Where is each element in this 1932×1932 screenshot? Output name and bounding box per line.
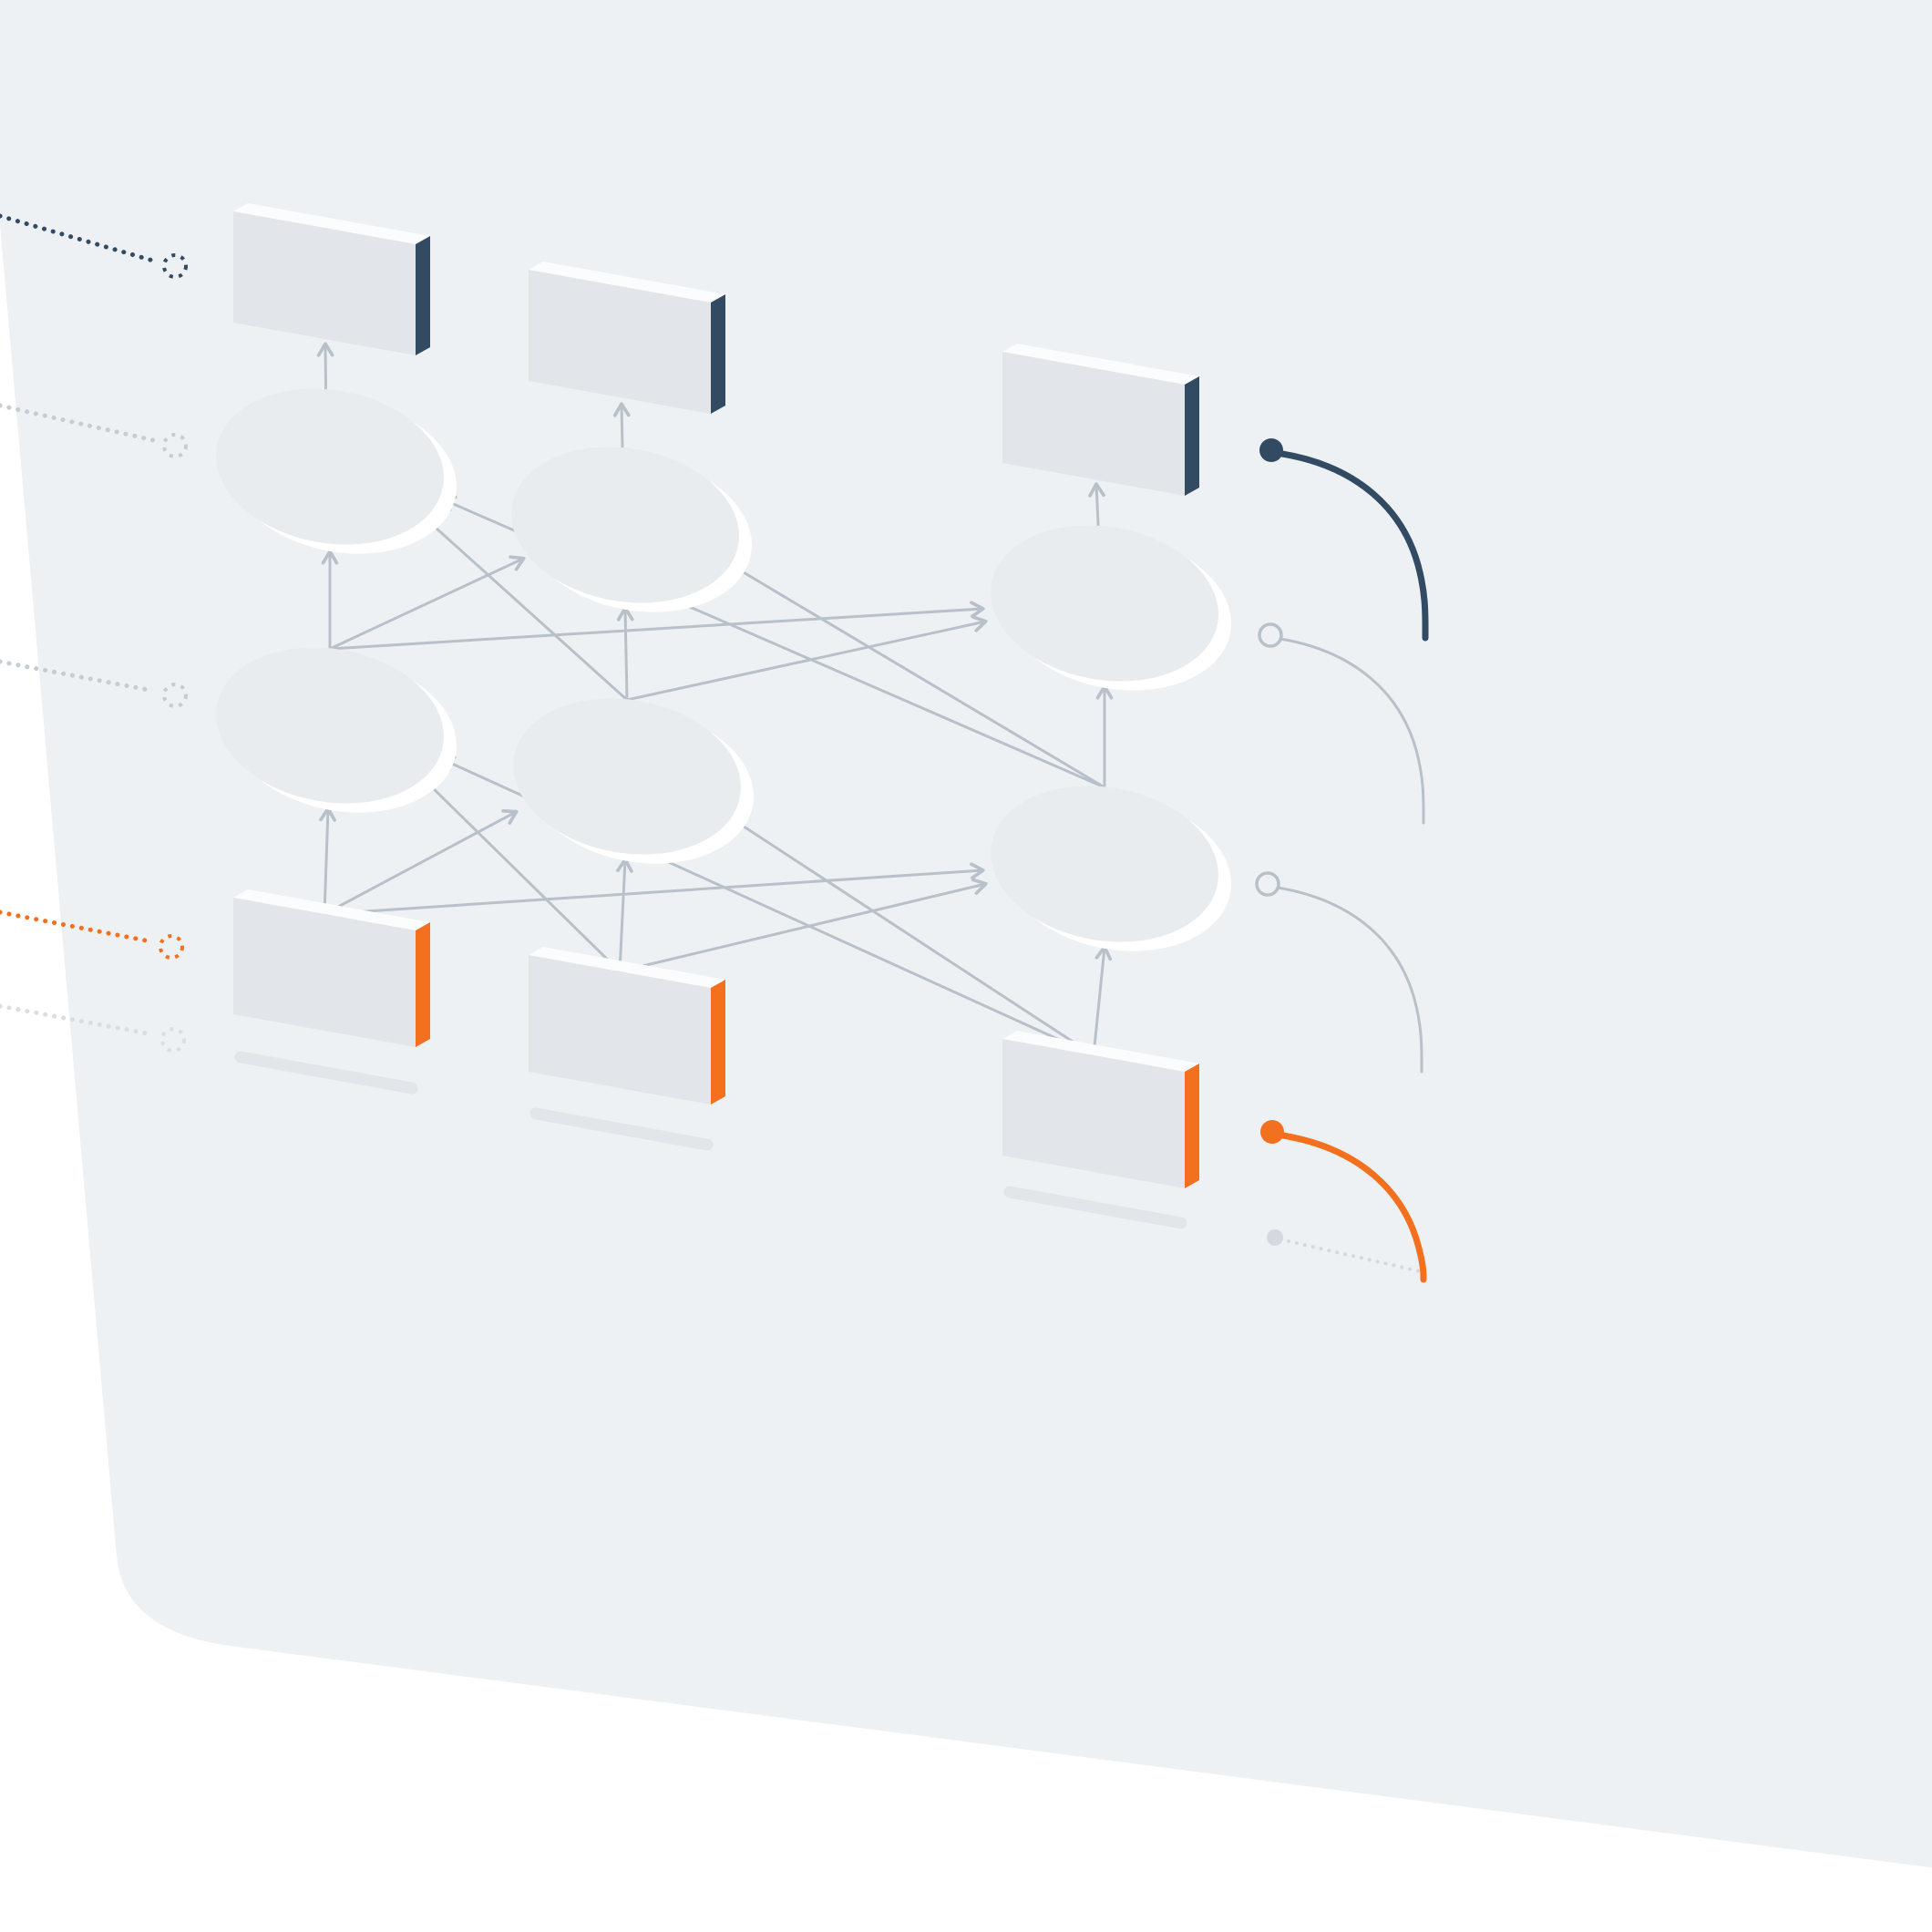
node-top-face [991, 786, 1218, 942]
card-front-face [1002, 352, 1185, 496]
background-panel [0, 0, 1932, 1868]
card-underline [529, 1107, 714, 1151]
card-top-face [233, 889, 430, 930]
upper-node-left [216, 388, 457, 554]
right-connectors [1255, 438, 1429, 1283]
output-curve [1276, 886, 1423, 1074]
filled-dot-icon [1260, 1120, 1284, 1144]
card-underline [1003, 1186, 1187, 1229]
node-top-face [513, 698, 741, 855]
bottom-card-middle [529, 947, 725, 1105]
card-edge-orange [711, 980, 725, 1105]
dashed-ring-icon [162, 433, 188, 458]
lower-node-right [991, 786, 1231, 951]
card-front-face [529, 270, 711, 414]
left-connector-gray-2 [0, 659, 188, 708]
card-top-face [1002, 1031, 1199, 1072]
dotted-line [0, 403, 156, 443]
column-middle [511, 262, 754, 1105]
left-connectors [0, 213, 188, 1053]
card-underline [234, 1051, 418, 1094]
arrow-line [324, 809, 519, 916]
arrow-line [329, 601, 985, 651]
left-connector-orange [0, 909, 184, 960]
faint-dot-icon [1267, 1229, 1283, 1246]
card-top-face [529, 262, 725, 303]
right-connector-faint [1267, 1229, 1425, 1274]
outline-ring-icon [1258, 622, 1283, 648]
dashed-ring-icon [162, 683, 188, 708]
dashed-ring-icon [159, 934, 184, 960]
arrow-line [319, 807, 336, 915]
card-top-face [233, 203, 430, 244]
dotted-line [0, 1003, 155, 1037]
arrow-line [324, 862, 985, 916]
upper-node-right [991, 525, 1231, 691]
arrow-line [730, 563, 1105, 789]
top-card-left [233, 203, 430, 355]
node-top-face [216, 647, 444, 804]
dashed-ring-icon [160, 1027, 186, 1053]
node-top-face [216, 388, 444, 545]
arrow-line [619, 878, 988, 973]
dashed-ring-icon [162, 253, 188, 279]
dotted-line [0, 213, 156, 263]
right-connector-orange [1260, 1120, 1427, 1283]
card-top-face [529, 947, 725, 988]
dotted-line [0, 909, 153, 944]
column-right [991, 344, 1231, 1188]
card-front-face [233, 898, 416, 1047]
lower-node-middle [513, 698, 754, 864]
left-connector-gray-1 [0, 403, 188, 458]
card-edge-orange [416, 922, 430, 1047]
output-curve [1279, 637, 1425, 825]
card-front-face [233, 211, 416, 355]
upper-node-middle [511, 447, 752, 612]
card-front-face [529, 955, 711, 1105]
card-underlines [234, 1051, 1187, 1229]
card-edge-navy [1185, 376, 1199, 496]
left-connector-navy [0, 213, 188, 279]
node-top-face [991, 525, 1218, 682]
right-connector-navy [1259, 438, 1429, 642]
card-top-face [1002, 344, 1199, 385]
arrow-line [730, 817, 1094, 1057]
faint-dotted-line [1287, 1239, 1425, 1274]
arrow-line [616, 858, 633, 972]
card-edge-orange [1185, 1064, 1199, 1188]
filled-dot-icon [1259, 438, 1283, 462]
right-connector-gray-1 [1258, 622, 1425, 825]
arrow-line [626, 615, 988, 702]
bottom-card-left [233, 889, 430, 1047]
arrow-line [422, 777, 622, 973]
card-front-face [1002, 1039, 1185, 1188]
card-edge-navy [416, 236, 430, 355]
bottom-card-right [1002, 1031, 1199, 1188]
arrow-line [616, 606, 634, 701]
lower-node-left [216, 647, 457, 813]
card-edge-navy [711, 294, 725, 414]
column-left [216, 203, 457, 1047]
arrow-line [1092, 945, 1113, 1056]
output-curve [1279, 450, 1429, 642]
top-card-right [1002, 344, 1199, 496]
top-card-middle [529, 262, 725, 414]
outline-ring-icon [1255, 871, 1280, 897]
arrow-line [329, 555, 526, 651]
left-connector-faint [0, 1003, 186, 1053]
output-curve [1279, 1132, 1427, 1283]
node-top-face [511, 447, 739, 603]
right-connector-gray-2 [1255, 871, 1423, 1074]
dotted-line [0, 659, 156, 694]
arrow-line [424, 517, 629, 702]
